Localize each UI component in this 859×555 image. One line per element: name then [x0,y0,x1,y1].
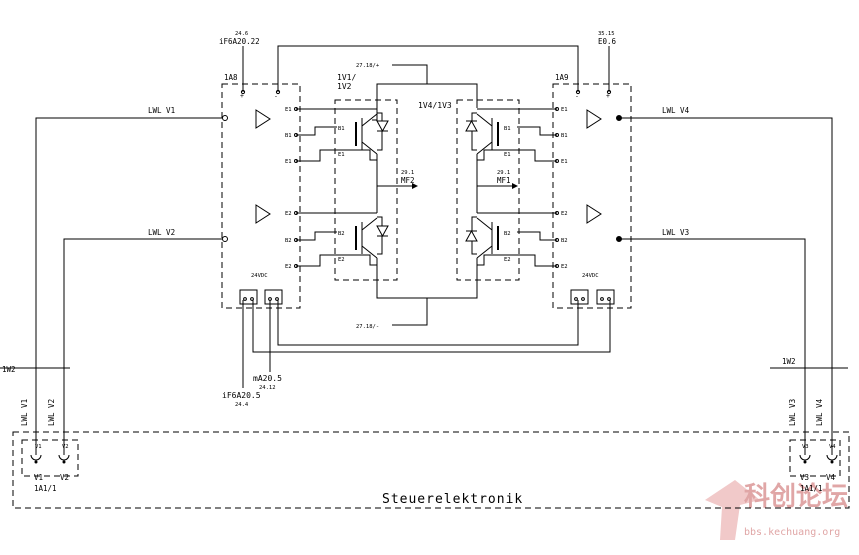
svg-text:E2: E2 [561,264,568,270]
a1-left-label: 1A1/1 [34,484,57,493]
igbt-v1v2-label-a: 1V1/ [337,73,356,82]
wire-bottom-bridge [277,300,579,346]
w2-left-label: 1W2 [2,365,16,374]
vert-lwl-v1: LWL V1 [20,399,29,426]
svg-text:E1: E1 [561,107,568,113]
mf2-label: MF2 [401,176,415,185]
module-1a8-box [221,83,301,309]
svg-text:E2: E2 [504,257,511,263]
module-1a8-internals: + - E1 B1 E1 E2 B2 E2 24VDC [222,89,298,305]
minus-bus-label: 27.18/- [356,324,379,330]
module-1a9-label: 1A9 [555,73,569,82]
igbt-v1v2: B1 E1 B2 E2 [338,108,418,270]
svg-text:B2: B2 [285,238,292,244]
wire-top-bridge [277,45,579,92]
svg-text:B1: B1 [285,133,292,139]
svg-text:E1: E1 [504,152,511,158]
wire-minus-lead [392,298,428,326]
svg-text:+: + [240,92,244,100]
svg-text:B2: B2 [338,231,345,237]
plus-bus-label: 27.18/+ [356,63,380,69]
mf1-label: MF1 [497,176,511,185]
svg-text:E1: E1 [285,159,292,165]
svg-text:V4: V4 [829,444,836,450]
watermark: 科创论坛 bbs.kechuang.org [705,480,848,540]
ref-top-right-2: E0.6 [598,37,617,46]
vert-lwl-v2: LWL V2 [47,399,56,426]
ref-top-left: 24.6 [235,31,248,37]
svg-text:+: + [606,92,610,100]
wire-minus-bus [376,270,478,299]
vert-lwl-v4: LWL V4 [815,398,824,426]
mf2-ref: 29.1 [401,170,414,176]
svg-text:24VDC: 24VDC [582,273,599,279]
ma-ref2-label: 24.12 [259,385,276,391]
svg-text:B1: B1 [504,126,511,132]
svg-text:B1: B1 [561,133,568,139]
svg-text:E1: E1 [561,159,568,165]
svg-text:B2: B2 [561,238,568,244]
watermark-cn: 科创论坛 [744,482,848,512]
lwl-v2-label: LWL V2 [148,228,175,237]
svg-text:E1: E1 [285,107,292,113]
bottom-connectors: V1 V2 V3 V4 [30,444,838,464]
watermark-url: bbs.kechuang.org [744,527,840,538]
mf1-ref: 29.1 [497,170,510,176]
steuerelektronik-label: Steuerelektronik [382,492,523,507]
a1-right-label: 1A1/1 [800,484,823,493]
svg-text:V3: V3 [802,444,809,450]
if-ref2-label: 24.4 [235,402,249,408]
svg-text:V2: V2 [62,444,69,450]
igbt-v4v3-label: 1V4/1V3 [418,101,452,110]
bot-v4: V4 [826,473,836,482]
lwl-v3-label: LWL V3 [662,228,689,237]
svg-text:E2: E2 [338,257,345,263]
igbt-v4v3-box [456,99,520,281]
svg-text:B1: B1 [338,126,345,132]
a1-left-box [21,439,79,477]
ma-ref-label: mA20.5 [253,374,282,383]
ref-top-right: 35.15 [598,31,615,37]
lwl-fibers [0,117,848,455]
svg-text:B2: B2 [504,231,511,237]
svg-text:-: - [575,92,579,100]
ref-top-left-2: iF6A20.22 [219,37,260,46]
module-1a8-label: 1A8 [224,73,238,82]
a1-right-box [789,439,841,477]
if-ref-label: iF6A20.5 [222,391,261,400]
svg-text:E1: E1 [338,152,345,158]
steuerelektronik-box [12,431,850,509]
igbt-v1v2-box [334,99,398,281]
bot-v3: V3 [800,473,809,482]
wire-bottom-bridge-2 [252,300,611,353]
bot-v2: V2 [60,473,69,482]
igbt-v1v2-label-b: 1V2 [337,82,352,91]
module-1a9-box [552,83,632,309]
svg-text:V1: V1 [35,444,42,450]
svg-text:-: - [274,92,278,100]
svg-text:E2: E2 [285,264,292,270]
vert-lwl-v3: LWL V3 [788,399,797,426]
lwl-v4-label: LWL V4 [662,106,690,115]
svg-text:E2: E2 [561,211,568,217]
module-1a9-internals: - + E1 B1 E1 E2 B2 E2 24VDC [555,89,622,305]
gate-wiring [296,108,557,267]
wire-plus-bus-right [427,83,478,108]
bot-v1: V1 [34,473,43,482]
svg-text:E2: E2 [285,211,292,217]
lwl-v1-label: LWL V1 [148,106,175,115]
w2-right-label: 1W2 [782,357,796,366]
igbt-v4v3: B1 E1 B2 E2 [465,112,518,270]
svg-text:24VDC: 24VDC [251,273,268,279]
